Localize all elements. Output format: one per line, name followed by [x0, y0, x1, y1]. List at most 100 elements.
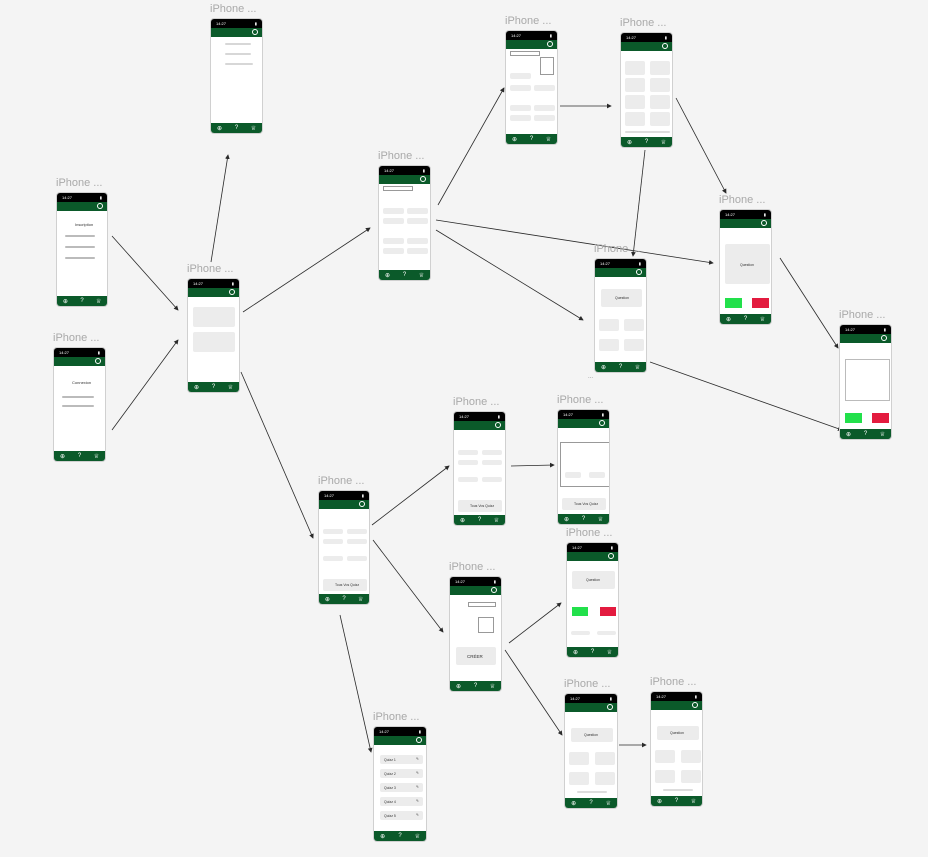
help-icon[interactable]: ?	[581, 516, 586, 522]
list-card[interactable]	[510, 105, 531, 111]
add-circle-icon[interactable]: ⊕	[193, 384, 200, 391]
answer-button[interactable]	[624, 319, 644, 331]
edit-icon[interactable]: ✎	[416, 785, 419, 789]
trophy-icon[interactable]: ♕	[493, 517, 500, 524]
false-button[interactable]	[752, 298, 769, 308]
trophy-icon[interactable]: ♕	[606, 649, 613, 656]
list-card[interactable]	[193, 307, 235, 327]
add-circle-icon[interactable]: ⊕	[59, 453, 66, 460]
trophy-icon[interactable]: ♕	[759, 316, 766, 323]
list-card[interactable]	[650, 112, 670, 126]
list-card[interactable]	[383, 208, 404, 214]
list-card[interactable]	[510, 85, 531, 91]
list-card[interactable]	[193, 332, 235, 352]
list-card[interactable]	[482, 477, 502, 482]
true-button[interactable]	[572, 607, 588, 616]
input-field[interactable]	[65, 257, 95, 259]
help-icon[interactable]: ?	[234, 125, 239, 131]
avatar-icon[interactable]	[229, 289, 235, 295]
answer-button[interactable]	[681, 750, 701, 763]
dialog-cancel-button[interactable]	[589, 472, 605, 478]
filter-dropdown[interactable]	[540, 57, 554, 75]
help-icon[interactable]: ?	[80, 298, 84, 304]
avatar-icon[interactable]	[359, 501, 365, 507]
avatar-icon[interactable]	[416, 737, 422, 743]
help-icon[interactable]: ?	[644, 139, 649, 145]
name-input[interactable]	[468, 602, 496, 607]
answer-button[interactable]	[569, 752, 589, 765]
all-quizz-button[interactable]	[562, 498, 606, 510]
avatar-icon[interactable]	[608, 553, 614, 559]
pagination[interactable]	[625, 131, 670, 133]
help-icon[interactable]: ?	[477, 517, 482, 523]
trophy-icon[interactable]: ♕	[93, 453, 100, 460]
all-quizz-button[interactable]	[323, 579, 367, 591]
answer-button[interactable]	[681, 770, 701, 783]
add-circle-icon[interactable]: ⊕	[845, 431, 852, 438]
avatar-icon[interactable]	[636, 269, 642, 275]
true-button[interactable]	[845, 413, 862, 423]
list-card[interactable]	[407, 208, 428, 214]
list-card[interactable]	[347, 556, 367, 561]
list-card[interactable]	[534, 85, 555, 91]
list-card[interactable]	[650, 61, 670, 75]
list-item[interactable]	[380, 755, 423, 764]
add-circle-icon[interactable]: ⊕	[600, 364, 607, 371]
avatar-icon[interactable]	[420, 176, 426, 182]
avatar-icon[interactable]	[761, 220, 767, 226]
list-card[interactable]	[347, 529, 367, 534]
type-dropdown[interactable]	[478, 617, 494, 633]
add-circle-icon[interactable]: ⊕	[455, 683, 462, 690]
search-input[interactable]	[510, 51, 540, 56]
trophy-icon[interactable]: ♕	[660, 139, 667, 146]
answer-button[interactable]	[599, 319, 619, 331]
avatar-icon[interactable]	[662, 43, 668, 49]
list-card[interactable]	[534, 115, 555, 121]
add-circle-icon[interactable]: ⊕	[459, 517, 466, 524]
help-icon[interactable]: ?	[590, 649, 595, 655]
answer-button[interactable]	[624, 339, 644, 351]
list-card[interactable]	[323, 529, 343, 534]
pagination[interactable]	[577, 791, 607, 793]
help-icon[interactable]: ?	[743, 316, 748, 322]
avatar-icon[interactable]	[692, 702, 698, 708]
avatar-icon[interactable]	[547, 41, 553, 47]
list-card[interactable]	[458, 450, 478, 455]
trophy-icon[interactable]: ♕	[690, 798, 697, 805]
help-icon[interactable]: ?	[529, 136, 534, 142]
list-card[interactable]	[510, 115, 531, 121]
false-button[interactable]	[872, 413, 889, 423]
avatar-icon[interactable]	[491, 587, 497, 593]
answer-button[interactable]	[655, 770, 675, 783]
trophy-icon[interactable]: ♕	[95, 298, 102, 305]
answer-button[interactable]	[569, 772, 589, 785]
avatar-icon[interactable]	[495, 422, 501, 428]
list-card[interactable]	[407, 248, 428, 254]
trophy-icon[interactable]: ♕	[545, 136, 552, 143]
avatar-icon[interactable]	[599, 420, 605, 426]
help-icon[interactable]: ?	[473, 683, 478, 689]
help-icon[interactable]: ?	[398, 833, 402, 839]
list-card[interactable]	[323, 556, 343, 561]
add-circle-icon[interactable]: ⊕	[725, 316, 732, 323]
edit-icon[interactable]: ✎	[416, 799, 419, 803]
input-field[interactable]	[62, 396, 94, 398]
list-item[interactable]	[380, 811, 423, 820]
list-card[interactable]	[625, 78, 645, 92]
list-card[interactable]	[458, 460, 478, 465]
input-field[interactable]	[65, 246, 95, 248]
help-icon[interactable]: ?	[402, 272, 407, 278]
search-input[interactable]	[383, 186, 413, 191]
trophy-icon[interactable]: ♕	[605, 800, 611, 807]
help-icon[interactable]: ?	[211, 384, 216, 390]
true-button[interactable]	[725, 298, 742, 308]
trophy-icon[interactable]: ♕	[489, 683, 496, 690]
trophy-icon[interactable]: ♕	[357, 596, 364, 603]
add-circle-icon[interactable]: ⊕	[384, 272, 391, 279]
trophy-icon[interactable]: ♕	[597, 516, 604, 523]
list-card[interactable]	[383, 238, 404, 244]
pagination[interactable]	[663, 789, 693, 791]
list-card[interactable]	[323, 539, 343, 544]
list-card[interactable]	[407, 218, 428, 224]
list-card[interactable]	[625, 95, 645, 109]
